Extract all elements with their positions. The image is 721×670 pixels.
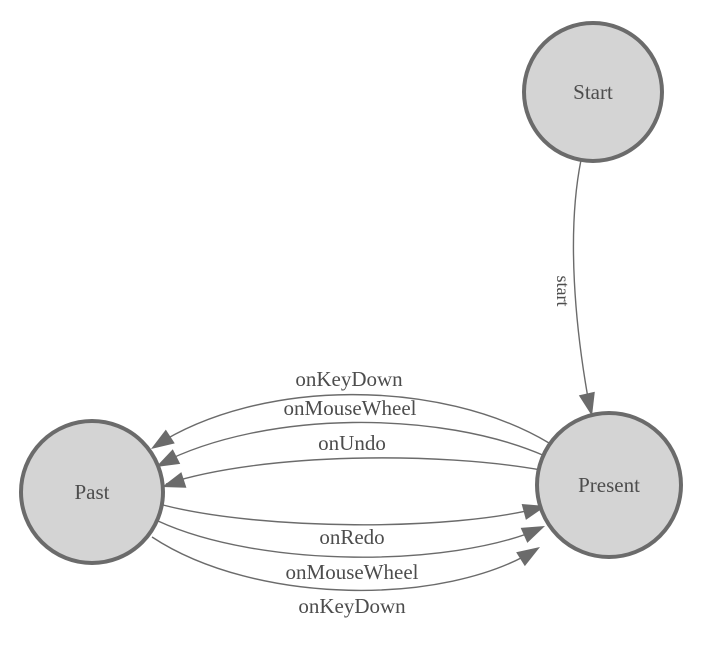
- present-node-circle: [535, 411, 683, 559]
- edge-past-to-present-onkeydown: [151, 536, 538, 592]
- edge-past-to-present-onmousewheel: [157, 520, 543, 558]
- edge-label-bottom-onkeydown: onKeyDown: [298, 594, 406, 618]
- edge-label-onundo: onUndo: [318, 431, 386, 455]
- edge-label-layer: start onKeyDown onMouseWheel onUndo onRe…: [284, 276, 573, 619]
- past-node-label: Past: [74, 480, 109, 504]
- edge-past-to-present-onredo: [162, 504, 544, 526]
- arrowhead-present-to-past-onmousewheel: [156, 449, 181, 467]
- arrowhead-start-to-present: [578, 391, 595, 416]
- start-node-label: Start: [573, 80, 613, 104]
- arrowhead-present-to-past-onkeydown: [151, 429, 175, 449]
- edge-label-onredo: onRedo: [319, 525, 384, 549]
- arrowhead-present-to-past-onundo: [162, 472, 187, 488]
- arrowhead-past-to-present-onkeydown: [516, 547, 540, 567]
- node-layer: Start Present Past: [19, 21, 683, 565]
- edge-label-top-onmousewheel: onMouseWheel: [284, 396, 417, 420]
- arrowhead-past-to-present-onmousewheel: [520, 526, 545, 543]
- edge-label-bottom-onmousewheel: onMouseWheel: [286, 560, 419, 584]
- present-node-label: Present: [578, 473, 640, 497]
- edge-present-to-past-onkeydown: [154, 393, 550, 447]
- edge-label-top-onkeydown: onKeyDown: [295, 367, 403, 391]
- edge-start-to-present: [572, 159, 589, 399]
- start-node-circle: [522, 21, 664, 163]
- state-node-past: Past: [19, 419, 165, 565]
- past-node-circle: [19, 419, 165, 565]
- state-node-start: Start: [522, 21, 664, 163]
- edge-present-to-past-onmousewheel: [159, 421, 546, 465]
- edge-label-start: start: [553, 276, 573, 307]
- edge-present-to-past-onundo: [165, 457, 542, 485]
- state-node-present: Present: [535, 411, 683, 559]
